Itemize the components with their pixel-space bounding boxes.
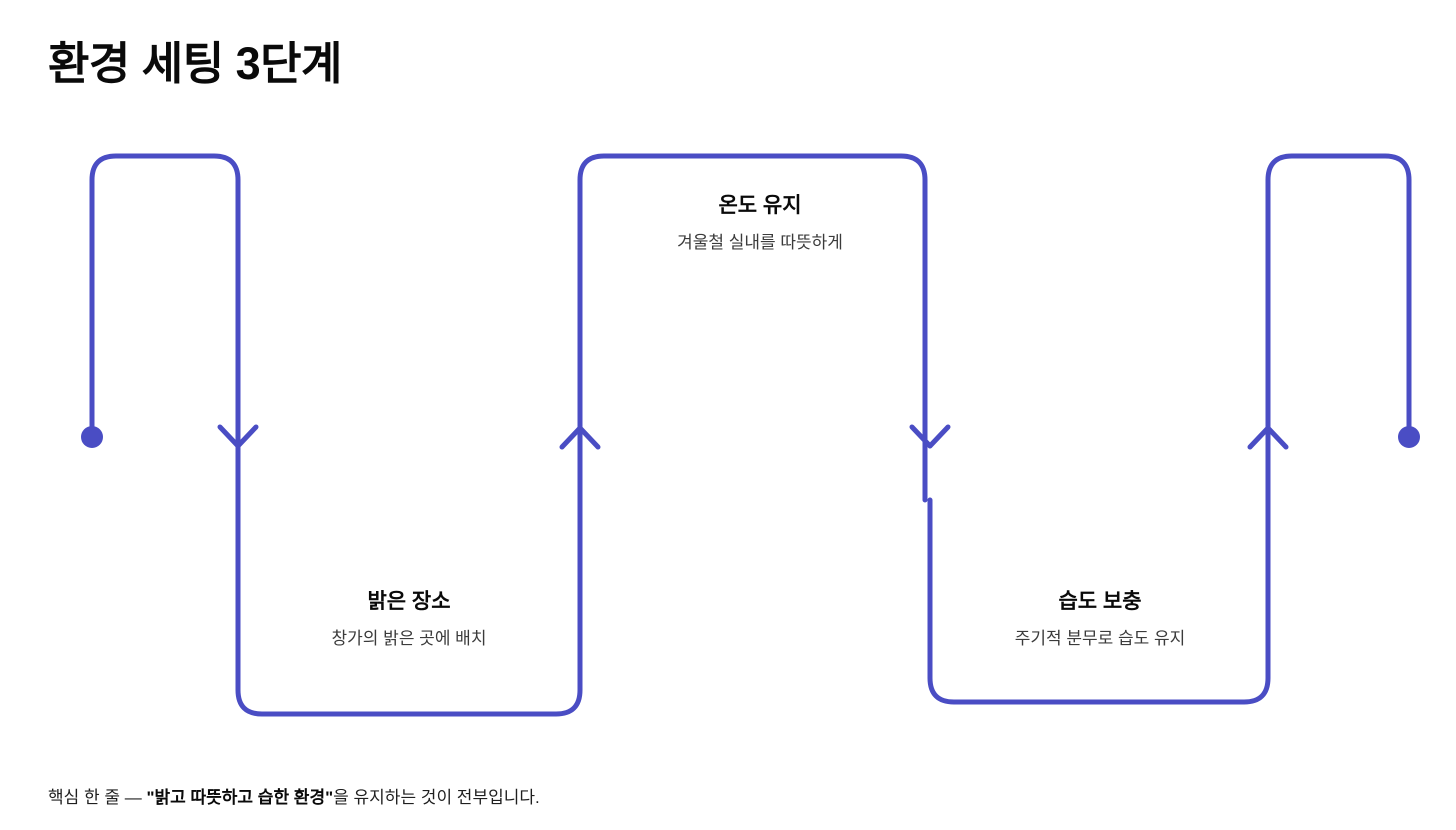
- flow-diagram: [81, 153, 1420, 717]
- flow-path-segment-4: [927, 417, 1271, 705]
- step-1-description: 창가의 밝은 곳에 배치: [331, 629, 487, 649]
- step-node-2: 온도 유지 겨울철 실내를 따뜻하게: [595, 192, 925, 255]
- step-3-title: 습도 보충: [1058, 590, 1142, 613]
- step-2-description: 겨울철 실내를 따뜻하게: [677, 233, 843, 253]
- start-dot-icon: [81, 426, 103, 448]
- end-dot-icon: [1398, 426, 1420, 448]
- flow-path-segment-2: [235, 417, 583, 717]
- page-title: 환경 세팅 3단계: [48, 38, 342, 90]
- step-1-title: 밝은 장소: [367, 590, 451, 613]
- step-3-description: 주기적 분무로 습도 유지: [1014, 629, 1186, 649]
- flow-path-segment-1: [89, 153, 241, 503]
- footer-emphasis: "밝고 따뜻하고 습한 환경": [146, 788, 334, 807]
- arrow-down-mid-right-icon: [909, 424, 951, 449]
- arrow-down-left-icon: [217, 424, 259, 449]
- arrow-up-right-icon: [1247, 425, 1289, 450]
- arrow-up-mid-left-icon: [559, 425, 601, 450]
- step-node-3: 습도 보충 주기적 분무로 습도 유지: [935, 588, 1265, 651]
- step-node-1: 밝은 장소 창가의 밝은 곳에 배치: [244, 588, 574, 651]
- footer-note: 핵심 한 줄 — "밝고 따뜻하고 습한 환경"을 유지하는 것이 전부입니다.: [48, 785, 540, 811]
- step-2-title: 온도 유지: [718, 194, 802, 217]
- flow-path-segment-5: [1265, 153, 1412, 440]
- flow-path-segment-3: [577, 153, 928, 503]
- footer-prefix: 핵심 한 줄 —: [48, 788, 147, 807]
- footer-suffix: 을 유지하는 것이 전부입니다.: [333, 788, 540, 807]
